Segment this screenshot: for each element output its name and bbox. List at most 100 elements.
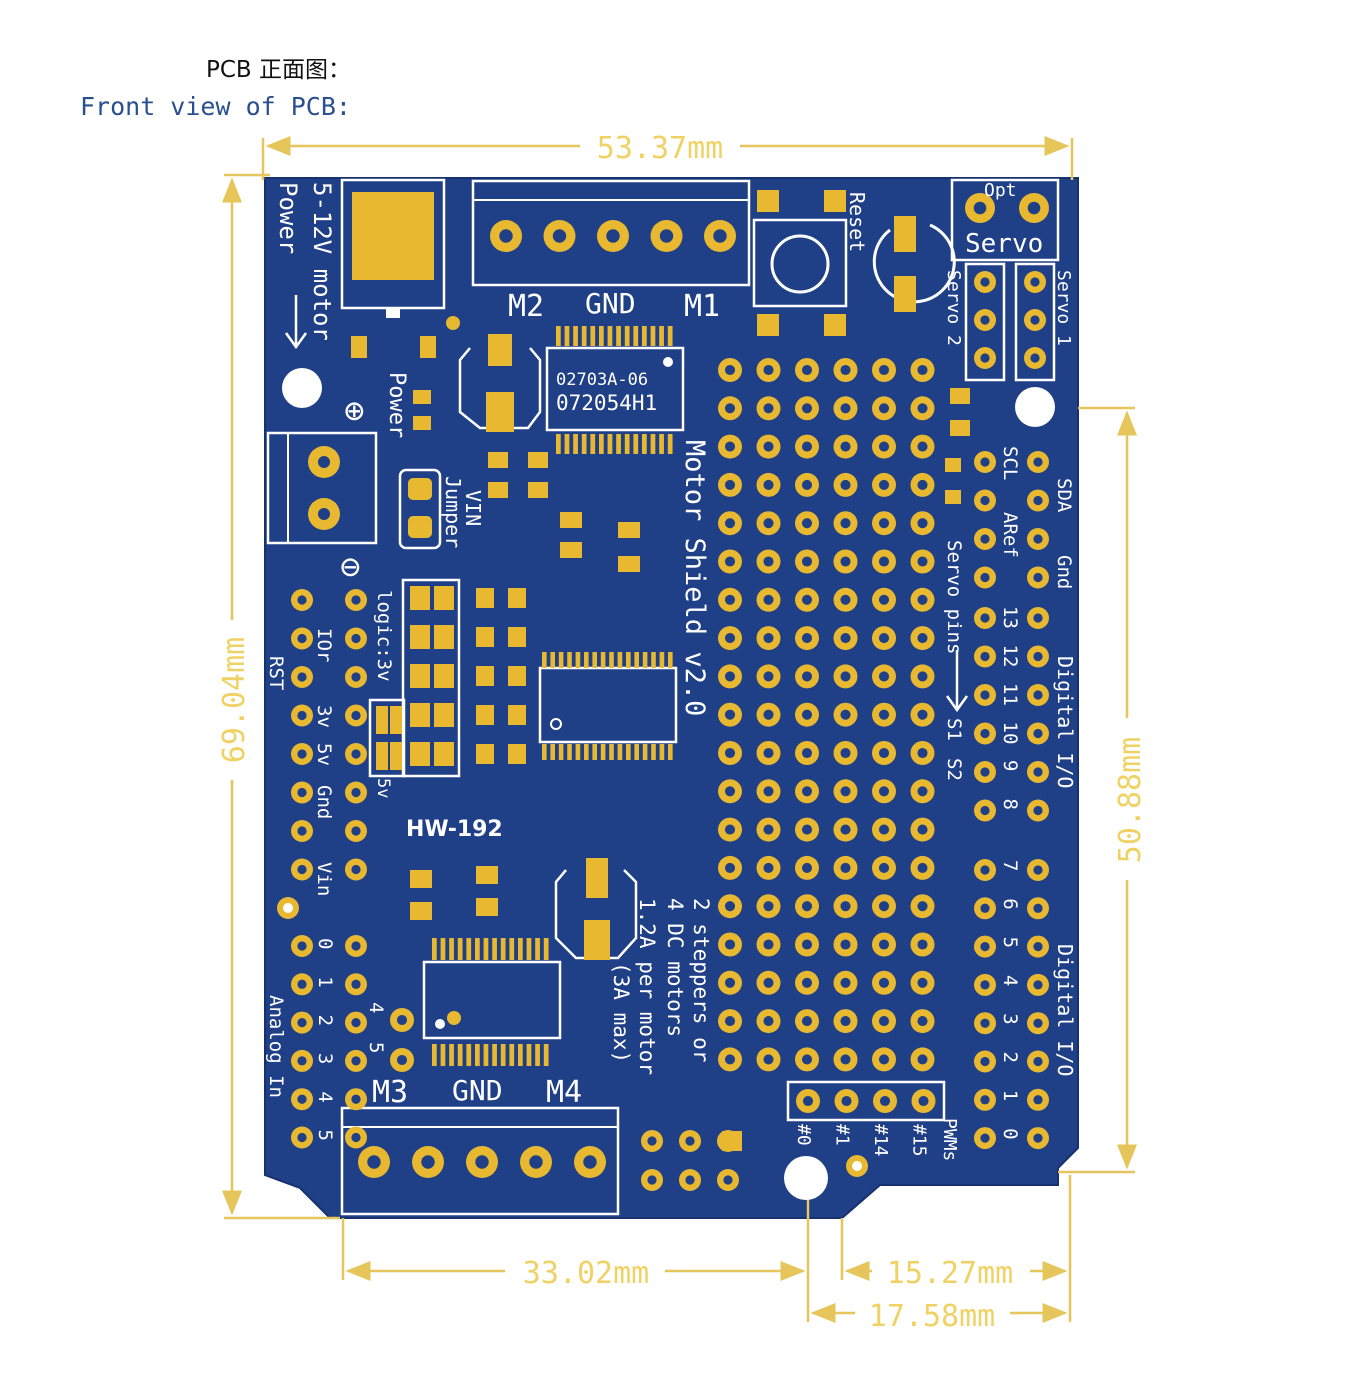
proto-pad-hole xyxy=(724,441,736,452)
proto-pad-hole xyxy=(763,364,774,376)
proto-pad-hole xyxy=(878,1054,890,1065)
proto-pad-hole xyxy=(724,862,736,873)
digital-pad-hole xyxy=(980,613,990,623)
proto-pad-hole xyxy=(763,633,774,644)
chip-pin xyxy=(466,938,472,960)
digital-pin-number: 8 xyxy=(999,799,1021,810)
digital-pad-hole xyxy=(1033,980,1043,990)
digital-pad-hole xyxy=(980,903,990,913)
chip-pin xyxy=(483,1044,489,1066)
logic-5v-pad xyxy=(390,706,402,734)
chip-pin xyxy=(600,744,606,760)
power-header-label: IOr xyxy=(313,628,335,662)
proto-pad-hole xyxy=(801,1016,813,1027)
chip-pin xyxy=(575,652,581,668)
digital-pin-number: 9 xyxy=(999,760,1021,771)
cap-pad xyxy=(488,452,508,468)
proto-pad-hole xyxy=(724,977,736,988)
pwm-channel-label: #15 xyxy=(909,1124,930,1157)
opt-label: Opt xyxy=(984,180,1017,201)
header-pad-hole xyxy=(297,672,307,682)
chip-pin xyxy=(535,938,540,960)
header-pad-hole xyxy=(297,710,307,721)
logic-jumper-pad xyxy=(410,625,430,649)
proto-pad-hole xyxy=(801,671,813,682)
right-header-pad-hole xyxy=(1033,495,1043,506)
right-header-pad-hole xyxy=(1033,534,1043,544)
motor-m2-label: M2 xyxy=(508,289,544,324)
chip-pin xyxy=(650,326,656,346)
proto-pad-hole xyxy=(878,824,890,835)
power-header-label: RST xyxy=(265,656,287,690)
chip-pin xyxy=(634,744,640,760)
chip-pin xyxy=(659,326,664,346)
proto-pad-hole xyxy=(763,709,774,720)
digital-pin-number: 4 xyxy=(999,975,1021,986)
header-pad-hole xyxy=(297,595,307,605)
chip-pin xyxy=(626,652,631,668)
proto-pad-hole xyxy=(840,441,851,452)
chip-pin xyxy=(617,744,623,760)
analog-pad-hole xyxy=(351,1094,361,1104)
chip-pin xyxy=(500,938,506,960)
proto-pad-hole xyxy=(878,901,890,912)
proto-pad-hole xyxy=(763,901,774,912)
digital-pad-hole xyxy=(1033,613,1043,623)
terminal-pad-hole xyxy=(713,229,727,243)
features-line-3: 1.2A per motor xyxy=(635,898,659,1075)
analog-pin-number: 5 xyxy=(314,1130,336,1141)
icsp-pad-hole xyxy=(723,1175,733,1185)
chip-pin xyxy=(457,938,463,960)
pwm-channel-label: #1 xyxy=(832,1124,853,1146)
features-line-1: 2 steppers or xyxy=(689,898,713,1062)
digital-pin-number: 13 xyxy=(999,606,1021,629)
icsp-pad-hole xyxy=(647,1136,657,1146)
logic-label: logic:3v xyxy=(373,590,395,682)
header-pad-hole xyxy=(351,595,361,605)
resistor-pad xyxy=(508,744,526,764)
digital-pin-number: 11 xyxy=(999,683,1021,706)
pin-labels-layer: IOrRST3v5vGndVin01234545SCLSDAARefGnd131… xyxy=(265,446,1075,1157)
header-pad-hole xyxy=(297,787,307,798)
servo1-pad-hole xyxy=(1030,277,1040,287)
digital-pad-hole xyxy=(980,1018,990,1028)
chip-pin xyxy=(659,652,665,668)
dim-width-top: 53.37mm xyxy=(597,131,723,166)
terminal-pad-hole xyxy=(552,229,567,243)
resistor-pad xyxy=(476,744,494,764)
digital-pad-hole xyxy=(1033,1018,1043,1028)
proto-pad-hole xyxy=(801,901,813,912)
proto-pad-hole xyxy=(917,824,928,835)
chip-pin xyxy=(651,652,656,668)
servo2-pad-hole xyxy=(980,277,990,287)
chip-pins-layer xyxy=(432,326,673,1066)
chip-pin xyxy=(599,434,604,454)
digital-pad-hole xyxy=(980,690,990,700)
cap-pad xyxy=(476,866,498,884)
proto-pad-hole xyxy=(724,403,736,414)
digital-pad-hole xyxy=(980,728,990,739)
cap-pad xyxy=(410,902,432,920)
dim-bottom-mid: 15.27mm xyxy=(887,1256,1013,1291)
proto-pad-hole xyxy=(840,479,851,490)
cap-pad xyxy=(618,522,640,538)
chip-pin xyxy=(564,434,570,454)
proto-pad-hole xyxy=(878,403,890,414)
digital-pin-number: 2 xyxy=(999,1052,1021,1063)
chip-pin xyxy=(600,652,606,668)
proto-pad-hole xyxy=(917,479,928,490)
resistor-pad xyxy=(476,666,494,686)
motor-gnd-bottom-label: GND xyxy=(452,1074,503,1107)
logic-jumper-pad xyxy=(410,586,430,610)
chip-pin xyxy=(466,1044,472,1066)
chip-pin xyxy=(518,1044,523,1066)
features-line-2: 4 DC motors xyxy=(663,898,687,1037)
proto-pad-hole xyxy=(763,594,774,605)
chip-pin xyxy=(475,938,480,960)
proto-pad-hole xyxy=(801,479,813,490)
proto-pad-hole xyxy=(801,747,813,759)
chip-pin xyxy=(592,652,598,668)
digital-io-upper-label: Digital I/O xyxy=(1053,656,1077,788)
proto-pad-hole xyxy=(917,709,928,720)
